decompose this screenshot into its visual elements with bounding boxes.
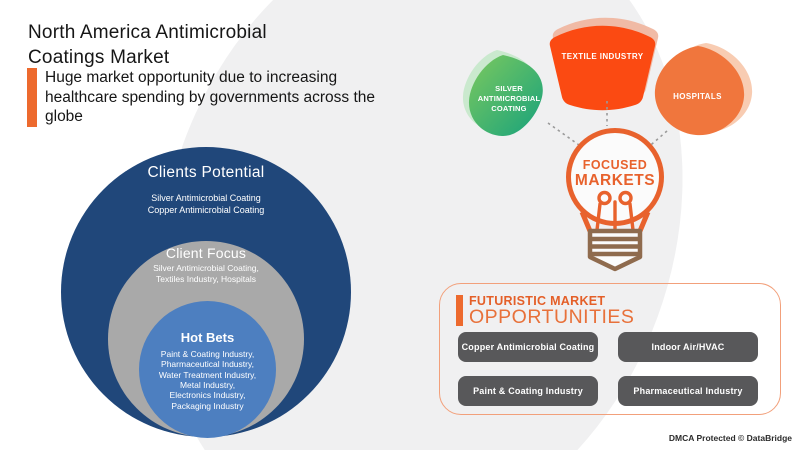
page-title: North America Antimicrobial Coatings Mar… [28,22,267,69]
hot-bets-item: Packaging Industry [171,400,244,411]
hot-bets-circle [139,301,276,438]
textile-industry-petal-label: TEXTILE INDUSTRY [561,52,644,61]
opportunity-item-copper-coating: Copper Antimicrobial Coating [453,332,598,368]
connector-dash-left [547,122,580,146]
hot-bets-item: Pharmaceutical Industry, [161,359,254,370]
opportunities-heading-1: FUTURISTIC MARKET [469,294,606,308]
opportunity-item-paint-coating: Paint & Coating Industry [453,376,598,412]
opportunities-heading-2: OPPORTUNITIES [469,306,635,328]
opportunity-item-pharmaceutical: Pharmaceutical Industry [613,376,758,412]
client-focus-item: Textiles Industry, Hospitals [156,274,256,285]
opportunities-accent-bar [456,295,463,326]
opportunity-item-indoor-air-hvac: Indoor Air/HVAC [613,332,758,368]
hot-bets-item: Water Treatment Industry, [158,369,257,380]
subtitle-block: Huge market opportunity due to increasin… [27,68,377,128]
page-subtitle: Huge market opportunity due to increasin… [45,69,376,126]
focused-label: FOCUSED [583,158,648,172]
hot-bets-title: Hot Bets [180,330,235,345]
silver-coating-petal-label: SILVER ANTIMICROBIAL COATING [477,84,541,114]
clients-potential-title: Clients Potential [147,164,265,181]
client-focus-item: Silver Antimicrobial Coating, [153,263,259,273]
hot-bets-item: Paint & Coating Industry, [160,349,255,359]
opportunities-panel [439,283,781,415]
hot-bets-items: Paint & Coating Industry, Pharmaceutical… [139,349,276,411]
bulb-neck [579,211,651,232]
silver-coating-petal [468,55,543,137]
hospitals-petal-label: HOSPITALS [673,92,722,101]
clients-potential-item: Copper Antimicrobial Coating [147,205,265,216]
clients-potential-item: Silver Antimicrobial Coating [151,193,261,203]
markets-label: MARKETS [575,172,655,189]
accent-bar [27,68,37,128]
clients-potential-items: Silver Antimicrobial Coating Copper Anti… [61,192,351,216]
hot-bets-item: Metal Industry, [179,380,236,391]
hospitals-petal [654,46,745,136]
textile-industry-petal [549,25,656,111]
hot-bets-item: Electronics Industry, [169,390,246,401]
focused-markets-diagram: FOCUSED MARKETS [462,17,753,272]
bulb-base-icon [587,228,643,272]
client-focus-title: Client Focus [165,245,247,261]
client-focus-items: Silver Antimicrobial Coating, Textiles I… [108,263,304,285]
filament-icon [595,190,635,232]
dmca-watermark: DMCA Protected © DataBridge [668,433,792,443]
